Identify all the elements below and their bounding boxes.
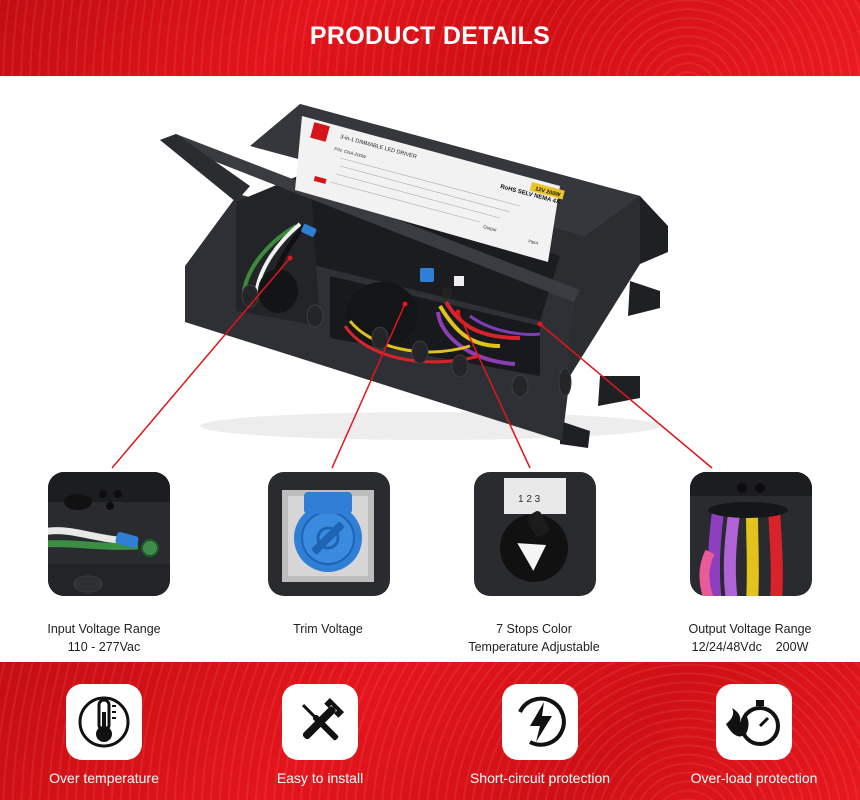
trim-pot-thumbnail <box>268 472 390 596</box>
feature-label: Easy to install <box>276 770 364 786</box>
caption-line: Input Voltage Range <box>47 622 161 636</box>
caption-output-voltage: Output Voltage Range 12/24/48Vdc 200W <box>650 620 850 656</box>
caption-line: Output Voltage Range <box>688 622 812 636</box>
feature-label: Over-load protection <box>690 770 818 786</box>
features-band: Over temperature Easy to install <box>0 662 860 800</box>
lightning-icon <box>502 684 578 760</box>
cct-switch-thumbnail: 1 2 3 <box>474 472 596 596</box>
output-wires-thumbnail <box>690 472 812 596</box>
caption-line: Trim Voltage <box>293 622 363 636</box>
svg-text:1 2 3: 1 2 3 <box>518 494 541 505</box>
product-image: 3-in-1 DIMMABLE LED DRIVER P/N: CNA-200W… <box>0 76 860 476</box>
caption-color-temperature: 7 Stops Color Temperature Adjustable <box>434 620 634 656</box>
caption-line: 12/24/48Vdc 200W <box>691 640 809 654</box>
page-title: PRODUCT DETAILS <box>309 22 551 50</box>
label-input: Input <box>528 238 540 246</box>
input-wiring-thumbnail <box>48 472 170 596</box>
label-output: Output <box>483 224 498 233</box>
caption-line: 110 - 277Vac <box>67 640 141 654</box>
caption-line: 7 Stops Color <box>496 622 572 636</box>
thermometer-icon <box>66 684 142 760</box>
header-band: PRODUCT DETAILS <box>0 0 860 76</box>
feature-label: Over temperature <box>49 770 159 786</box>
caption-input-voltage: Input Voltage Range 110 - 277Vac <box>4 620 204 656</box>
caption-trim-voltage: Trim Voltage <box>228 620 428 638</box>
feature-label: Short-circuit protection <box>469 770 611 786</box>
brand-logo-icon <box>310 122 330 142</box>
led-driver-illustration: 3-in-1 DIMMABLE LED DRIVER P/N: CNA-200W… <box>111 104 713 469</box>
stopwatch-icon <box>716 684 792 760</box>
tools-icon <box>282 684 358 760</box>
caption-line: Temperature Adjustable <box>468 640 600 654</box>
